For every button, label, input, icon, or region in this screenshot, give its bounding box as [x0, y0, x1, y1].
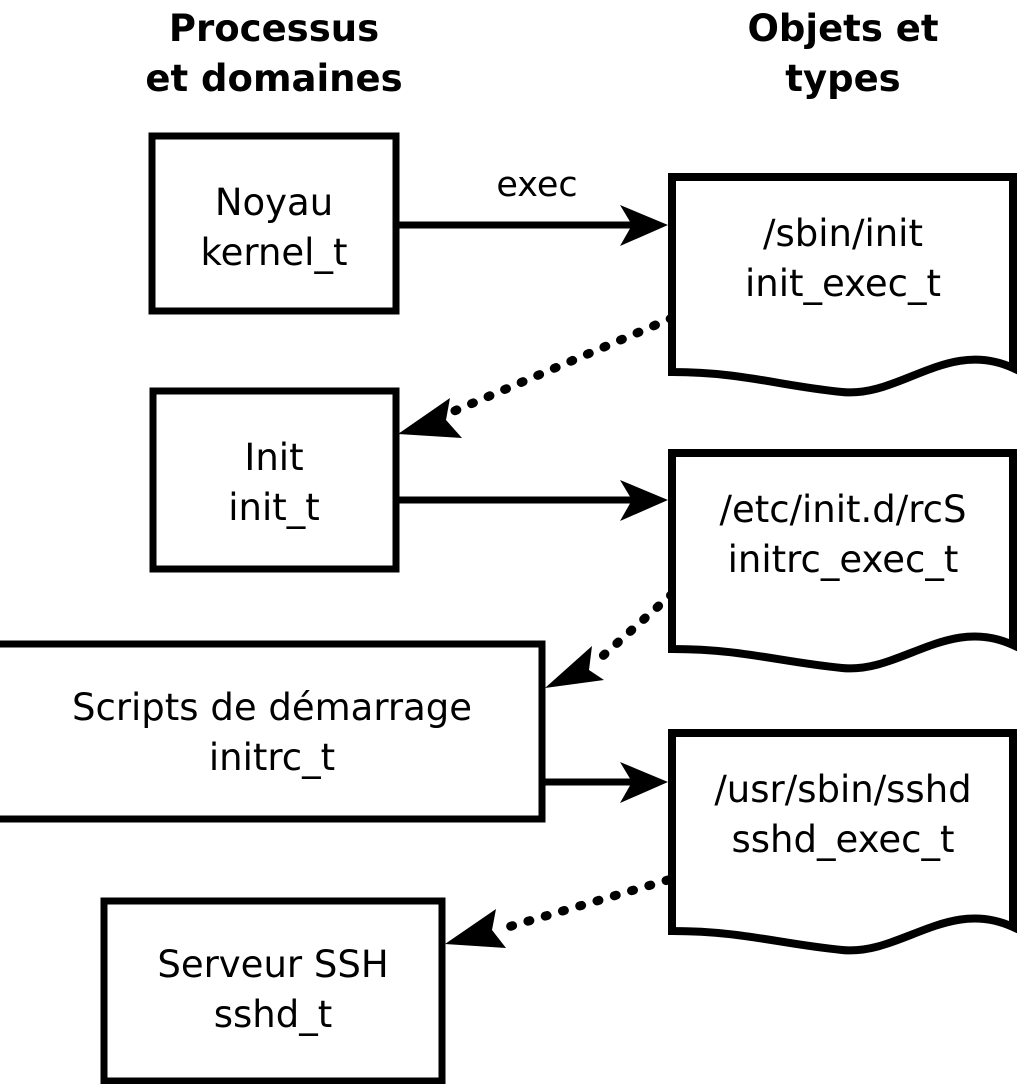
column-header-right-line2: types — [785, 57, 900, 100]
column-header-right-line1: Objets et — [747, 7, 938, 50]
process-node-sshd-line2: sshd_t — [214, 993, 333, 1036]
object-node-sshd-exec[interactable]: /usr/sbin/sshd sshd_exec_t — [668, 729, 1017, 955]
arrow-head-icon — [620, 205, 668, 246]
column-header-right: Objets et types — [747, 7, 938, 100]
process-node-init-line1: Init — [244, 436, 303, 479]
object-node-initrc-exec-line2: initrc_exec_t — [728, 538, 959, 581]
arrow-head-icon — [545, 646, 604, 688]
process-node-init-box[interactable] — [149, 387, 400, 573]
object-node-initrc-exec-line1: /etc/init.d/rcS — [719, 488, 966, 531]
edge-initrc-exec-sshd-exec — [545, 762, 668, 803]
object-node-sshd-exec-line2: sshd_exec_t — [732, 818, 955, 861]
edge-label-exec: exec — [496, 165, 577, 205]
process-node-initrc-line2: initrc_t — [209, 736, 335, 779]
object-node-init-exec[interactable]: /sbin/init init_exec_t — [668, 173, 1017, 397]
object-node-sshd-exec-document-shape[interactable] — [668, 729, 1017, 955]
process-node-sshd-line1: Serveur SSH — [157, 943, 388, 986]
column-header-left: Processus et domaines — [145, 7, 402, 100]
edge-initrc-exec-transition — [545, 589, 677, 688]
edge-line-dotted — [447, 313, 677, 417]
process-node-kernel-box[interactable] — [148, 132, 400, 315]
process-node-sshd-box[interactable] — [100, 897, 446, 1084]
process-node-initrc[interactable]: Scripts de démarrage initrc_t — [0, 640, 546, 823]
process-node-initrc-line1: Scripts de démarrage — [72, 686, 472, 729]
process-node-init-line2: init_t — [228, 486, 320, 529]
column-header-left-line1: Processus — [169, 7, 379, 50]
edge-line-dotted — [591, 589, 677, 667]
edge-kernel-exec-init-exec: exec — [398, 165, 668, 246]
process-node-init[interactable]: Init init_t — [149, 387, 400, 573]
object-node-init-exec-document-shape[interactable] — [668, 173, 1017, 397]
object-node-init-exec-line2: init_exec_t — [745, 262, 941, 305]
object-node-init-exec-line1: /sbin/init — [763, 212, 923, 255]
object-node-initrc-exec[interactable]: /etc/init.d/rcS initrc_exec_t — [668, 449, 1017, 673]
arrow-head-icon — [620, 480, 668, 521]
process-node-initrc-box[interactable] — [0, 640, 546, 823]
arrow-head-icon — [445, 909, 506, 948]
process-node-kernel[interactable]: Noyau kernel_t — [148, 132, 400, 315]
edge-init-exec-initrc-exec — [398, 480, 668, 521]
object-node-initrc-exec-document-shape[interactable] — [668, 449, 1017, 673]
edge-sshd-exec-transition — [445, 875, 673, 948]
process-node-kernel-line1: Noyau — [215, 181, 333, 224]
object-node-sshd-exec-line1: /usr/sbin/sshd — [714, 768, 971, 811]
edge-init-exec-transition — [398, 313, 677, 438]
column-header-left-line2: et domaines — [145, 57, 402, 100]
edge-line-dotted — [493, 875, 673, 935]
process-node-sshd[interactable]: Serveur SSH sshd_t — [100, 897, 446, 1084]
arrow-head-icon — [620, 762, 668, 803]
arrow-head-icon — [398, 398, 462, 438]
process-node-kernel-line2: kernel_t — [201, 231, 348, 274]
